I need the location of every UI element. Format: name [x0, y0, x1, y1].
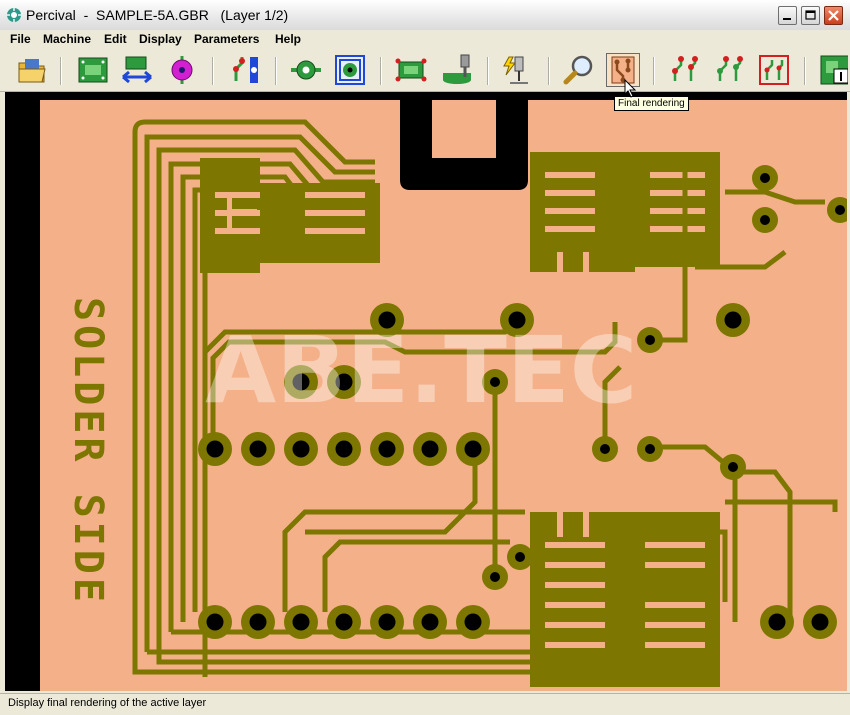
app-icon [7, 8, 21, 22]
toolbar-separator [487, 57, 489, 85]
tracks-button[interactable] [228, 53, 262, 87]
layer-1-button[interactable] [818, 53, 848, 87]
drill-marks-button[interactable] [394, 53, 428, 87]
pcb-rendering: SOLDER SIDE ABE.TEC [40, 100, 847, 691]
menu-file[interactable]: File [10, 32, 31, 46]
menu-bar: File Machine Edit Display Parameters Hel… [0, 30, 850, 49]
minimize-icon [783, 18, 791, 20]
layer-top-button[interactable] [667, 53, 701, 87]
open-button[interactable] [15, 53, 49, 87]
transfer-arrows-icon [122, 56, 152, 84]
window-title: Percival - SAMPLE-5A.GBR (Layer 1/2) [26, 7, 289, 23]
board-view-button[interactable] [76, 53, 110, 87]
ic-footprint-left [200, 158, 380, 273]
menu-display[interactable]: Display [139, 32, 182, 46]
final-rendering-icon [611, 56, 635, 84]
mouse-cursor-icon [624, 79, 637, 98]
menu-machine[interactable]: Machine [43, 32, 92, 46]
menu-help[interactable]: Help [275, 32, 302, 46]
menu-edit[interactable]: Edit [104, 32, 127, 46]
maximize-icon [805, 10, 816, 20]
toolbar-separator [275, 57, 277, 85]
drill-marks-icon [395, 58, 427, 82]
toolbar-separator [804, 57, 806, 85]
magenta-pad-icon [171, 56, 193, 84]
toolbar-separator [380, 57, 382, 85]
layer-bottom-button[interactable] [712, 53, 746, 87]
board-slot-cutout [400, 100, 528, 190]
toolbar [0, 49, 850, 92]
tracks-green-icon [717, 56, 743, 81]
close-button[interactable] [824, 6, 843, 25]
toolbar-separator [653, 57, 655, 85]
status-text: Display final rendering of the active la… [8, 697, 207, 709]
pcb-board-icon [78, 57, 108, 83]
transfer-button[interactable] [120, 53, 154, 87]
final-rendering-button[interactable] [606, 53, 640, 87]
layer-both-button[interactable] [757, 53, 791, 87]
toolbar-separator [212, 57, 214, 85]
tracks-frame-icon [759, 55, 789, 85]
zoom-button[interactable] [562, 53, 596, 87]
tracks-red-icon [672, 56, 698, 81]
ic-footprint-right [530, 152, 720, 687]
minimize-button[interactable] [778, 6, 797, 25]
silkscreen-label: SOLDER SIDE [65, 297, 111, 606]
maximize-button[interactable] [801, 6, 820, 25]
pad-button[interactable] [165, 53, 199, 87]
milling-button[interactable] [440, 53, 474, 87]
tracks-icon [233, 57, 258, 83]
layer-1-icon [820, 55, 848, 85]
tooltip: Final rendering [614, 96, 689, 111]
watermark-text: ABE.TEC [205, 317, 637, 424]
open-folder-icon [18, 59, 46, 83]
toolbar-separator [548, 57, 550, 85]
ic-pads-cutouts [545, 172, 705, 648]
contour-pad-icon [291, 60, 321, 80]
toolbar-separator [60, 57, 62, 85]
isolation-icon [335, 55, 365, 85]
title-bar[interactable]: Percival - SAMPLE-5A.GBR (Layer 1/2) [0, 0, 850, 31]
lightning-drill-icon [503, 56, 528, 84]
status-bar: Display final rendering of the active la… [0, 693, 850, 715]
contour-button[interactable] [289, 53, 323, 87]
machine-button[interactable] [501, 53, 535, 87]
milling-tool-icon [443, 54, 471, 84]
magnifier-icon [563, 55, 593, 85]
pcb-canvas[interactable]: SOLDER SIDE ABE.TEC [5, 92, 847, 691]
menu-parameters[interactable]: Parameters [194, 32, 260, 46]
close-icon [828, 10, 839, 21]
isolation-button[interactable] [333, 53, 367, 87]
